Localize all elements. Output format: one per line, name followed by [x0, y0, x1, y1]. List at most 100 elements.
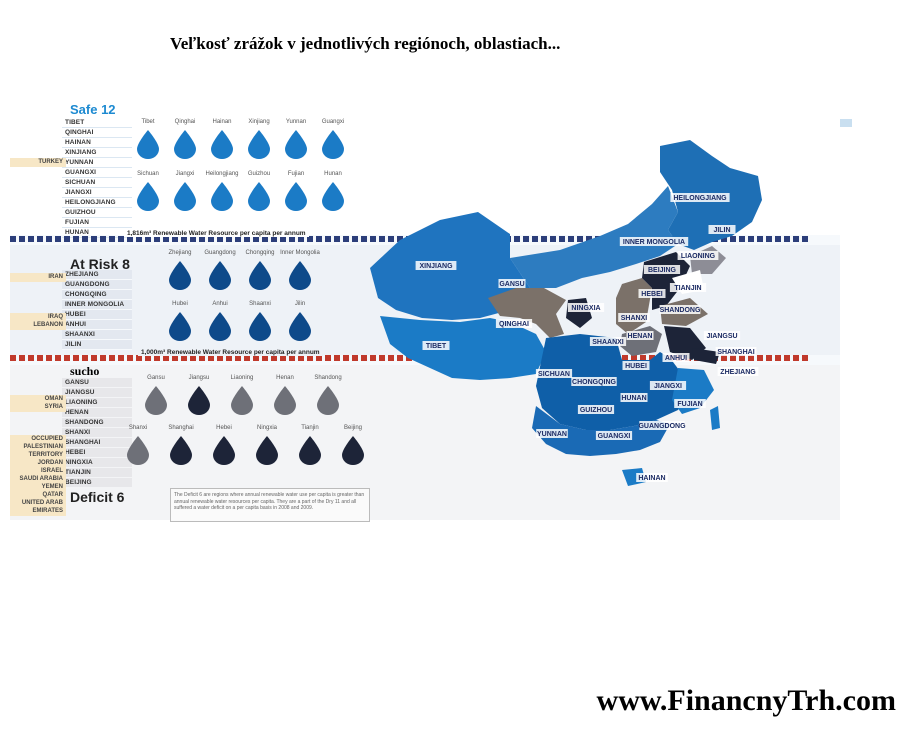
map-label: YUNNAN: [537, 431, 567, 438]
map-label: JIANGSU: [706, 333, 737, 340]
map-label-bg: [536, 429, 568, 438]
country-tag: JORDAN: [10, 459, 66, 468]
water-drop: Tibet: [128, 118, 168, 159]
water-drop: Shanghai: [161, 424, 201, 465]
watermark: www.FinancnyTrh.com: [596, 684, 896, 717]
country-tag: ISRAEL: [10, 467, 66, 476]
map-label-bg: [662, 353, 690, 362]
drop-icon: [200, 311, 240, 341]
drop-icon: [165, 181, 205, 211]
water-drop: Guangxi: [313, 118, 353, 159]
drop-icon: [118, 435, 158, 465]
safe-threshold-label: 1,816m³ Renewable Water Resource per cap…: [124, 230, 309, 237]
region-row: NINGXIA: [62, 458, 132, 468]
map-label-bg: [619, 237, 689, 246]
region-row: SHANGHAI: [62, 438, 132, 448]
map-label-bg: [595, 431, 633, 440]
region-row: SICHUAN: [62, 178, 291, 188]
water-drop: Henan: [265, 374, 305, 415]
country-tag: IRAN: [10, 273, 66, 282]
country-tag: OMAN: [10, 395, 66, 404]
country-tag: QATAR: [10, 491, 66, 500]
drop-label: Guangdong: [204, 250, 236, 256]
drop-label: Gansu: [147, 375, 165, 381]
drop-label: Tibet: [141, 119, 155, 125]
drop-label: Chongqing: [245, 250, 275, 256]
map-label-bg: [715, 347, 757, 356]
region-shanxi-group: [616, 278, 652, 334]
map-label-bg: [567, 303, 605, 312]
map-label-bg: [498, 279, 526, 288]
map-label-bg: [626, 331, 654, 340]
drop-icon: [239, 129, 279, 159]
country-tag: TURKEY: [10, 158, 66, 167]
map-label: GUANGDONG: [638, 423, 686, 430]
drop-icon: [308, 385, 348, 415]
drop-label: Fujian: [287, 171, 305, 177]
map-label: INNER MONGOLIA: [623, 239, 685, 246]
map-label-bg: [415, 261, 457, 270]
map-label: XINJIANG: [419, 263, 453, 270]
region-row: XINJIANG: [62, 148, 420, 158]
map-label: HEILONGJIANG: [673, 195, 727, 202]
map-label: FUJIAN: [677, 401, 702, 408]
drop-icon: [204, 435, 244, 465]
drop-icon: [247, 435, 287, 465]
drop-icon: [276, 181, 316, 211]
region-row: HAINAN: [62, 138, 456, 148]
water-drop: Xinjiang: [239, 118, 279, 159]
water-drop: Gansu: [136, 374, 176, 415]
water-drop: Yunnan: [276, 118, 316, 159]
map-label: BEIJING: [648, 267, 677, 274]
water-drop: Shanxi: [118, 424, 158, 465]
drop-icon: [290, 435, 330, 465]
at-risk-heading: At Risk 8: [70, 256, 130, 272]
map-label-bg: [618, 313, 650, 322]
drop-icon: [202, 181, 242, 211]
region-row: HEBEI: [62, 448, 132, 458]
country-tag: YEMEN: [10, 483, 66, 492]
water-drop: Hainan: [202, 118, 242, 159]
drop-label: Hunan: [324, 171, 342, 177]
water-drop: Ningxia: [247, 424, 287, 465]
map-label-bg: [708, 225, 736, 234]
region-row: YUNNAN: [62, 158, 348, 168]
drop-icon: [333, 435, 373, 465]
region-row: SHANXI: [62, 428, 132, 438]
drop-icon: [313, 181, 353, 211]
region-shanghai: [692, 348, 720, 364]
drop-label: Anhui: [212, 301, 228, 307]
drop-icon: [136, 385, 176, 415]
country-tag: LEBANON: [10, 321, 66, 330]
drop-icon: [313, 129, 353, 159]
map-label: GANSU: [499, 281, 524, 288]
drop-icon: [128, 181, 168, 211]
drop-label: Guizhou: [247, 171, 271, 177]
region-row: ZHEJIANG: [62, 270, 132, 280]
drop-icon: [240, 311, 280, 341]
map-label: SHAANXI: [592, 339, 624, 346]
water-drop: Guangdong: [200, 249, 240, 290]
sucho-label: sucho: [70, 364, 100, 378]
water-drop: Beijing: [333, 424, 373, 465]
map-label: TIBET: [426, 343, 447, 350]
region-row: GUIZHOU: [62, 208, 262, 218]
map-label: HUNAN: [621, 395, 646, 402]
region-row: JILIN: [62, 340, 132, 350]
map-label-bg: [495, 319, 533, 328]
drop-label: Shanghai: [168, 425, 194, 431]
water-drop: Qinghai: [165, 118, 205, 159]
region-row: HUBEI: [62, 310, 132, 320]
region-taiwan: [710, 406, 720, 430]
drop-icon: [200, 260, 240, 290]
map-label: GUANGXI: [598, 433, 631, 440]
water-drop: Chongqing: [240, 249, 280, 290]
water-drop: Guizhou: [239, 170, 279, 211]
water-drop: Hebei: [204, 424, 244, 465]
region-row: QINGHAI: [62, 128, 708, 138]
country-tag: PALESTINIAN: [10, 443, 66, 452]
drop-icon: [265, 385, 305, 415]
